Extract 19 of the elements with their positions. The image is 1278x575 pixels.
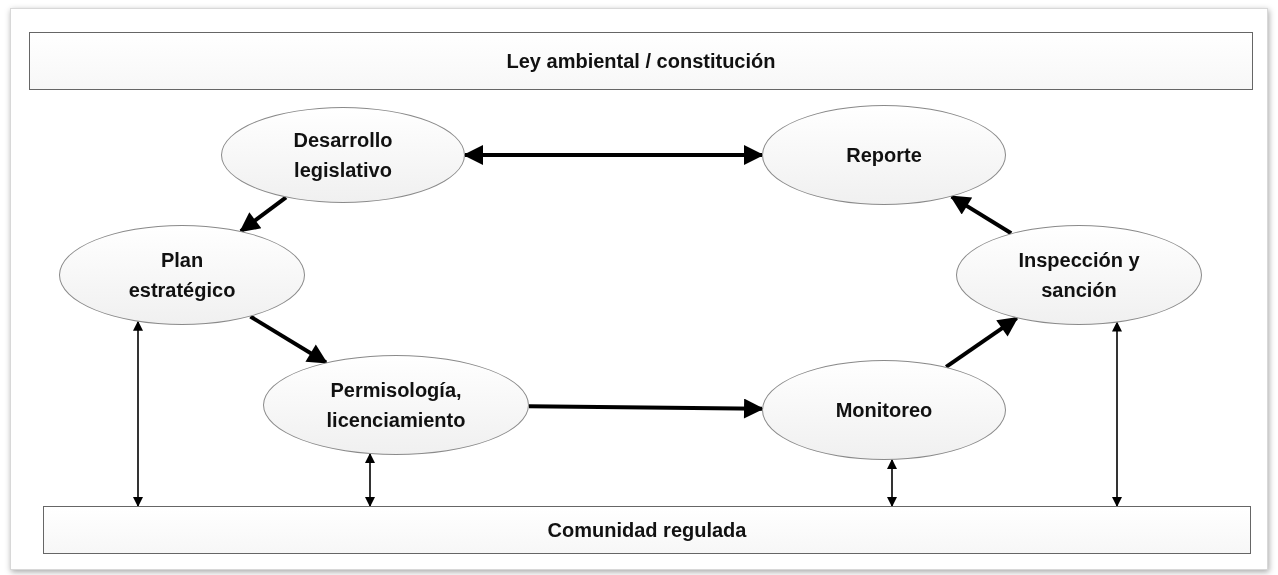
arrow bbox=[239, 195, 288, 233]
arrow bbox=[945, 316, 1019, 369]
arrow bbox=[463, 145, 764, 165]
node-label: Permisología, licenciamiento bbox=[325, 378, 467, 433]
arrow bbox=[365, 453, 375, 507]
arrow bbox=[887, 458, 897, 507]
node-label: Comunidad regulada bbox=[547, 518, 747, 543]
banner-box bbox=[29, 32, 1253, 90]
node-label: Ley ambiental / constitución bbox=[506, 49, 776, 74]
node-label: Reporte bbox=[846, 143, 922, 168]
arrow bbox=[1112, 321, 1122, 507]
node-label: Inspección y sanción bbox=[1017, 248, 1141, 303]
node-label: Desarrollo legislativo bbox=[292, 128, 394, 183]
node-label: Plan estratégico bbox=[127, 248, 237, 303]
arrow bbox=[133, 320, 143, 507]
node-label: Monitoreo bbox=[835, 398, 933, 423]
arrow bbox=[949, 194, 1013, 235]
banner-box bbox=[43, 506, 1251, 554]
arrow bbox=[249, 314, 328, 365]
